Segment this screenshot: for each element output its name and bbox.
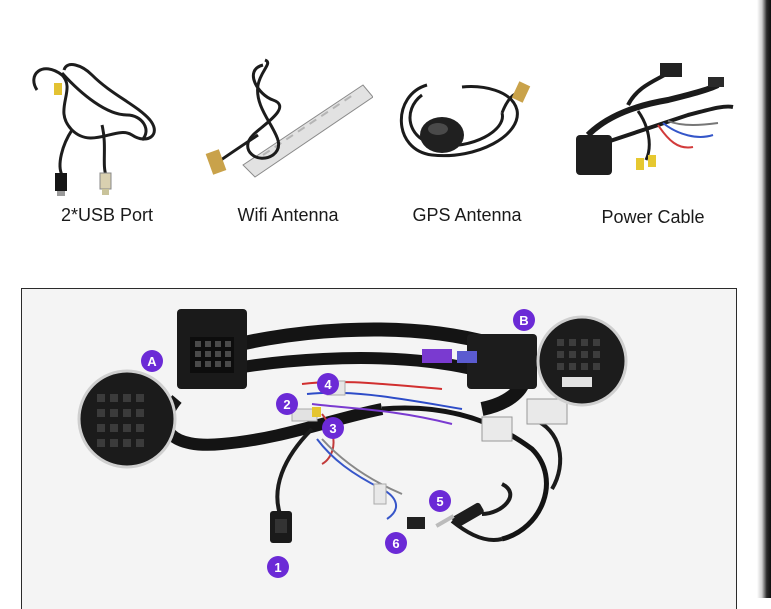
caption-power: Power Cable <box>601 207 705 227</box>
gps-antenna-icon <box>399 81 531 158</box>
badge-6: 6 <box>385 532 407 554</box>
wiring-harness-illustration: A B 1 2 3 4 5 6 <box>77 309 628 578</box>
svg-text:2: 2 <box>283 397 290 412</box>
right-edge-shadow <box>757 0 771 598</box>
power-cable-icon <box>576 63 734 175</box>
wifi-antenna-icon <box>205 58 373 178</box>
harness-photo-panel: A B 1 2 3 4 5 6 <box>21 288 737 609</box>
accessories-row: 2*USB Port Wifi Antenna GPS Antenna <box>0 0 757 270</box>
svg-text:4: 4 <box>324 377 332 392</box>
svg-text:3: 3 <box>329 421 336 436</box>
badge-1: 1 <box>267 556 289 578</box>
accessory-gps: GPS Antenna <box>382 55 552 245</box>
svg-text:A: A <box>147 354 157 369</box>
badge-a: A <box>141 350 163 372</box>
badge-3: 3 <box>322 417 344 439</box>
caption-wifi: Wifi Antenna <box>237 205 339 225</box>
svg-text:1: 1 <box>274 560 281 575</box>
caption-gps: GPS Antenna <box>412 205 522 225</box>
accessory-wifi: Wifi Antenna <box>203 55 373 245</box>
svg-text:5: 5 <box>436 494 443 509</box>
caption-usb: 2*USB Port <box>60 205 154 225</box>
badge-b: B <box>513 309 535 331</box>
badge-5: 5 <box>429 490 451 512</box>
badge-2: 2 <box>276 393 298 415</box>
usb-cable-icon <box>32 63 156 196</box>
svg-text:B: B <box>519 313 528 328</box>
badge-4: 4 <box>317 373 339 395</box>
accessory-usb: 2*USB Port <box>22 55 192 245</box>
accessory-power: Power Cable <box>568 55 738 245</box>
svg-text:6: 6 <box>392 536 399 551</box>
